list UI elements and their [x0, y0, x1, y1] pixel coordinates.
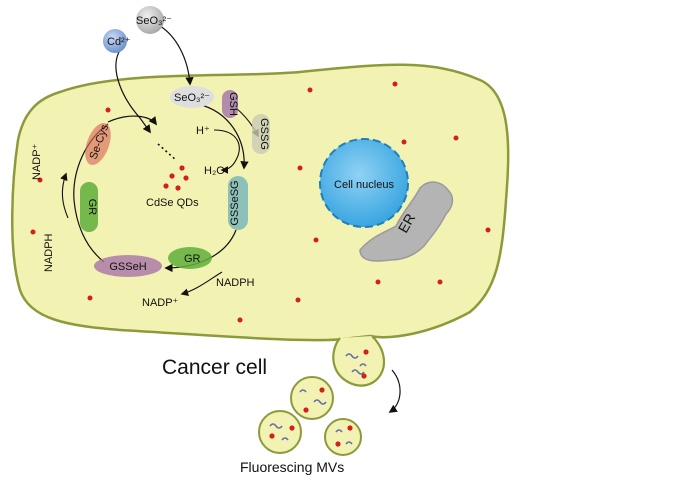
qd-dotted-arrow [157, 143, 177, 161]
h2o-arrow [213, 129, 240, 174]
nadph-left-label: NADPH [43, 233, 55, 272]
gssesg-pill [228, 176, 248, 230]
cd-ion [103, 29, 127, 53]
gr-inner-pill [168, 247, 212, 269]
gssg-pill [252, 114, 270, 154]
nadph-bottom-arrow [180, 271, 223, 297]
gr-left-label: GR [86, 199, 98, 216]
qds-label: CdSe QDs [146, 197, 199, 209]
nucleus-label: Cell nucleus [334, 179, 394, 191]
cycle-arrow-right [197, 103, 249, 170]
gssesh-pill [94, 255, 162, 277]
gsh-label: GSH [227, 92, 239, 116]
release-arrow [388, 369, 401, 413]
seo3-ion [136, 6, 164, 34]
vesicle-qd-dots [269, 349, 369, 447]
vesicle-contents [269, 353, 367, 445]
h2o-label: H₂O [204, 165, 225, 177]
cd-arrow [115, 51, 151, 134]
seo3-inner-blob [170, 86, 214, 108]
cdse-qd-cluster [163, 165, 189, 191]
nadph-bottom-label: NADPH [216, 277, 255, 289]
gr-left-pill [80, 182, 98, 232]
seo3-top-label: SeO₃²⁻ [136, 15, 172, 27]
nadp-left-label: NADP⁺ [31, 143, 43, 180]
microvesicle [258, 410, 302, 454]
h-plus-label: H⁺ [196, 125, 210, 137]
gsh-pill [222, 90, 238, 118]
seo3-arrow [159, 25, 194, 86]
mvs-label: Fluorescing MVs [240, 459, 344, 475]
secys-pill [85, 122, 111, 166]
budding-vesicle [332, 335, 386, 387]
gssg-label: GSSG [258, 118, 270, 150]
cycle-arrow-top [107, 115, 158, 126]
er-organelle [359, 181, 454, 262]
cytoplasm-dots [30, 81, 491, 323]
nadp-bottom-label: NADP⁺ [142, 297, 179, 309]
microvesicle [290, 376, 334, 420]
gssesg-label: GSSeSG [229, 180, 241, 225]
seo3-inner-label: SeO₃²⁻ [174, 92, 210, 104]
cancer-cell-label: Cancer cell [162, 356, 267, 379]
gssesh-label: GSSeH [109, 261, 146, 273]
cell-nucleus [319, 138, 409, 228]
cd-ion-label: Cd²⁺ [107, 36, 131, 48]
gr-inner-label: GR [184, 253, 201, 265]
nadph-left-arrow [60, 172, 69, 219]
microvesicle [324, 418, 362, 456]
